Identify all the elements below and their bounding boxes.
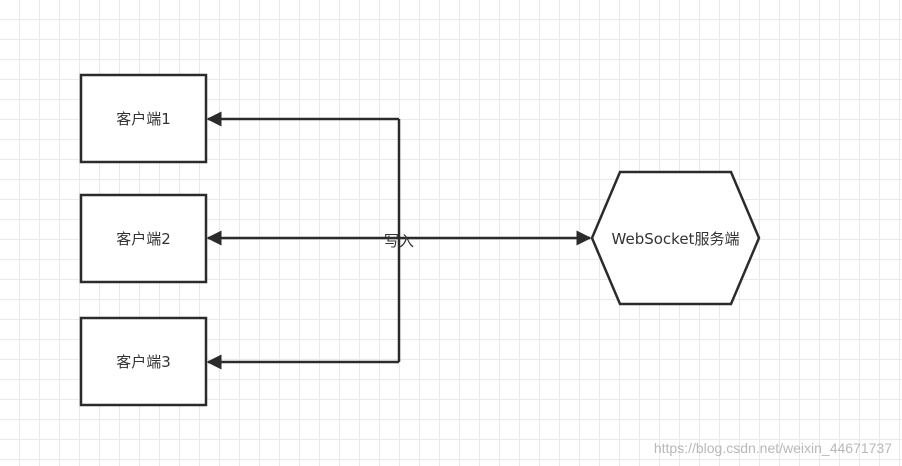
watermark-text: https://blog.csdn.net/weixin_44671737 — [653, 440, 892, 456]
client-1-box[interactable] — [79, 73, 208, 164]
client-3-label: 客户端3 — [116, 353, 171, 371]
write-edge-label: 写入 — [384, 232, 414, 250]
client-1-label: 客户端1 — [116, 110, 171, 128]
client-2-box[interactable] — [79, 193, 208, 284]
server-hexagon[interactable] — [590, 170, 761, 306]
client-3-box[interactable] — [79, 316, 208, 407]
server-label: WebSocket服务端 — [612, 230, 740, 248]
client-2-label: 客户端2 — [116, 230, 171, 248]
